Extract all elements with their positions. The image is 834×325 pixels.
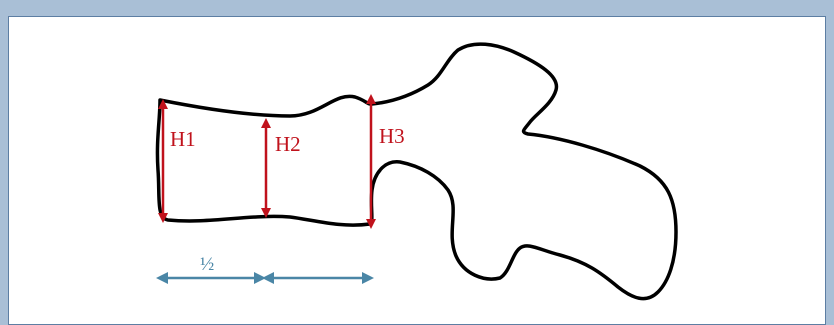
h3-label: H3: [379, 124, 405, 148]
shape-outline: [155, 42, 678, 301]
spacing-label: ½: [200, 254, 214, 275]
h1-label: H1: [170, 127, 196, 151]
h2-label: H2: [275, 132, 301, 156]
figure-panel: [8, 16, 826, 325]
